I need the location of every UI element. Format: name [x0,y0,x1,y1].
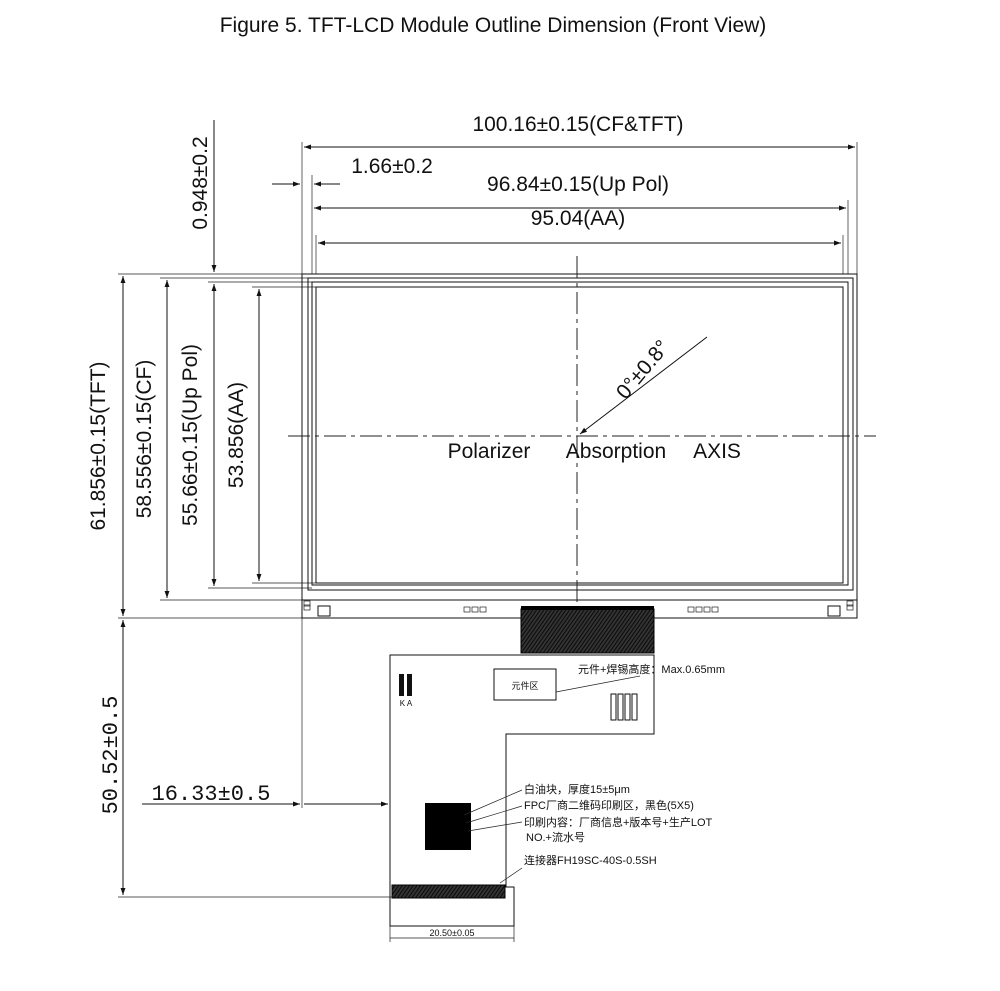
figure-title: Figure 5. TFT-LCD Module Outline Dimensi… [220,14,767,37]
qr-code-block [425,803,471,850]
fpc-outline [389,654,655,927]
active-area-outline [315,286,844,584]
tft-outline [301,273,858,601]
axis-label-polarizer: Polarizer [448,440,531,463]
dim-height-cf: 58.556±0.15(CF) [133,360,156,519]
lcd-panel [288,256,876,619]
polarizer-axis: 0°±0.8° Polarizer Absorption AXIS [448,336,741,463]
note-connector: 连接器FH19SC-40S-0.5SH [524,854,657,867]
dim-width-up-pol: 96.84±0.15(Up Pol) [487,173,669,196]
axis-label-axis: AXIS [693,440,741,463]
note-qr-area: FPC厂商二维码印刷区，黑色(5X5) [524,798,694,812]
note-print-content-cont: NO.+流水号 [526,830,585,844]
dim-height-up-pol: 55.66±0.15(Up Pol) [179,344,202,526]
dim-offset-left: 1.66±0.2 [351,155,433,178]
polarizer-outline [311,281,849,586]
top-dimensions: 100.16±0.15(CF&TFT) 1.66±0.2 96.84±0.15(… [272,113,858,274]
note-white-ink: 白油块，厚度15±5μm [524,782,630,796]
component-area-box [493,668,557,701]
dim-height-aa: 53.856(AA) [225,382,248,488]
dim-width-cf-tft: 100.16±0.15(CF&TFT) [472,113,683,136]
dim-width-aa: 95.04(AA) [531,207,626,230]
note-print-content: 印刷内容：厂商信息+版本号+生产LOT [524,815,713,829]
dim-connector-width: 20.50±0.05 [430,928,475,938]
component-area-label: 元件区 [511,680,538,691]
ka-label: K A [400,699,413,708]
axis-label-absorption: Absorption [566,440,666,463]
component-height-note: 元件+焊锡高度：Max.0.65mm [578,662,725,676]
mark-row-right [687,606,719,613]
dim-height-tft: 61.856±0.15(TFT) [87,361,110,530]
fpc-bond-area [520,608,655,654]
dim-fpc-length: 50.52±0.5 [99,696,124,815]
dim-offset-top: 0.948±0.2 [189,136,212,229]
cf-outline [307,277,854,591]
left-dimensions: 0.948±0.2 61.856±0.15(TFT) 58.556±0.15(C… [87,120,316,619]
connector-contacts [391,884,506,899]
fpc-dimensions: 50.52±0.5 16.33±0.5 [99,618,392,898]
mark-row-left [463,606,487,613]
dim-fpc-offset: 16.33±0.5 [152,782,271,807]
fpc: K A 元件区 元件+焊锡高度：Max.0.65mm 白油块，厚度15±5μm … [389,606,725,942]
